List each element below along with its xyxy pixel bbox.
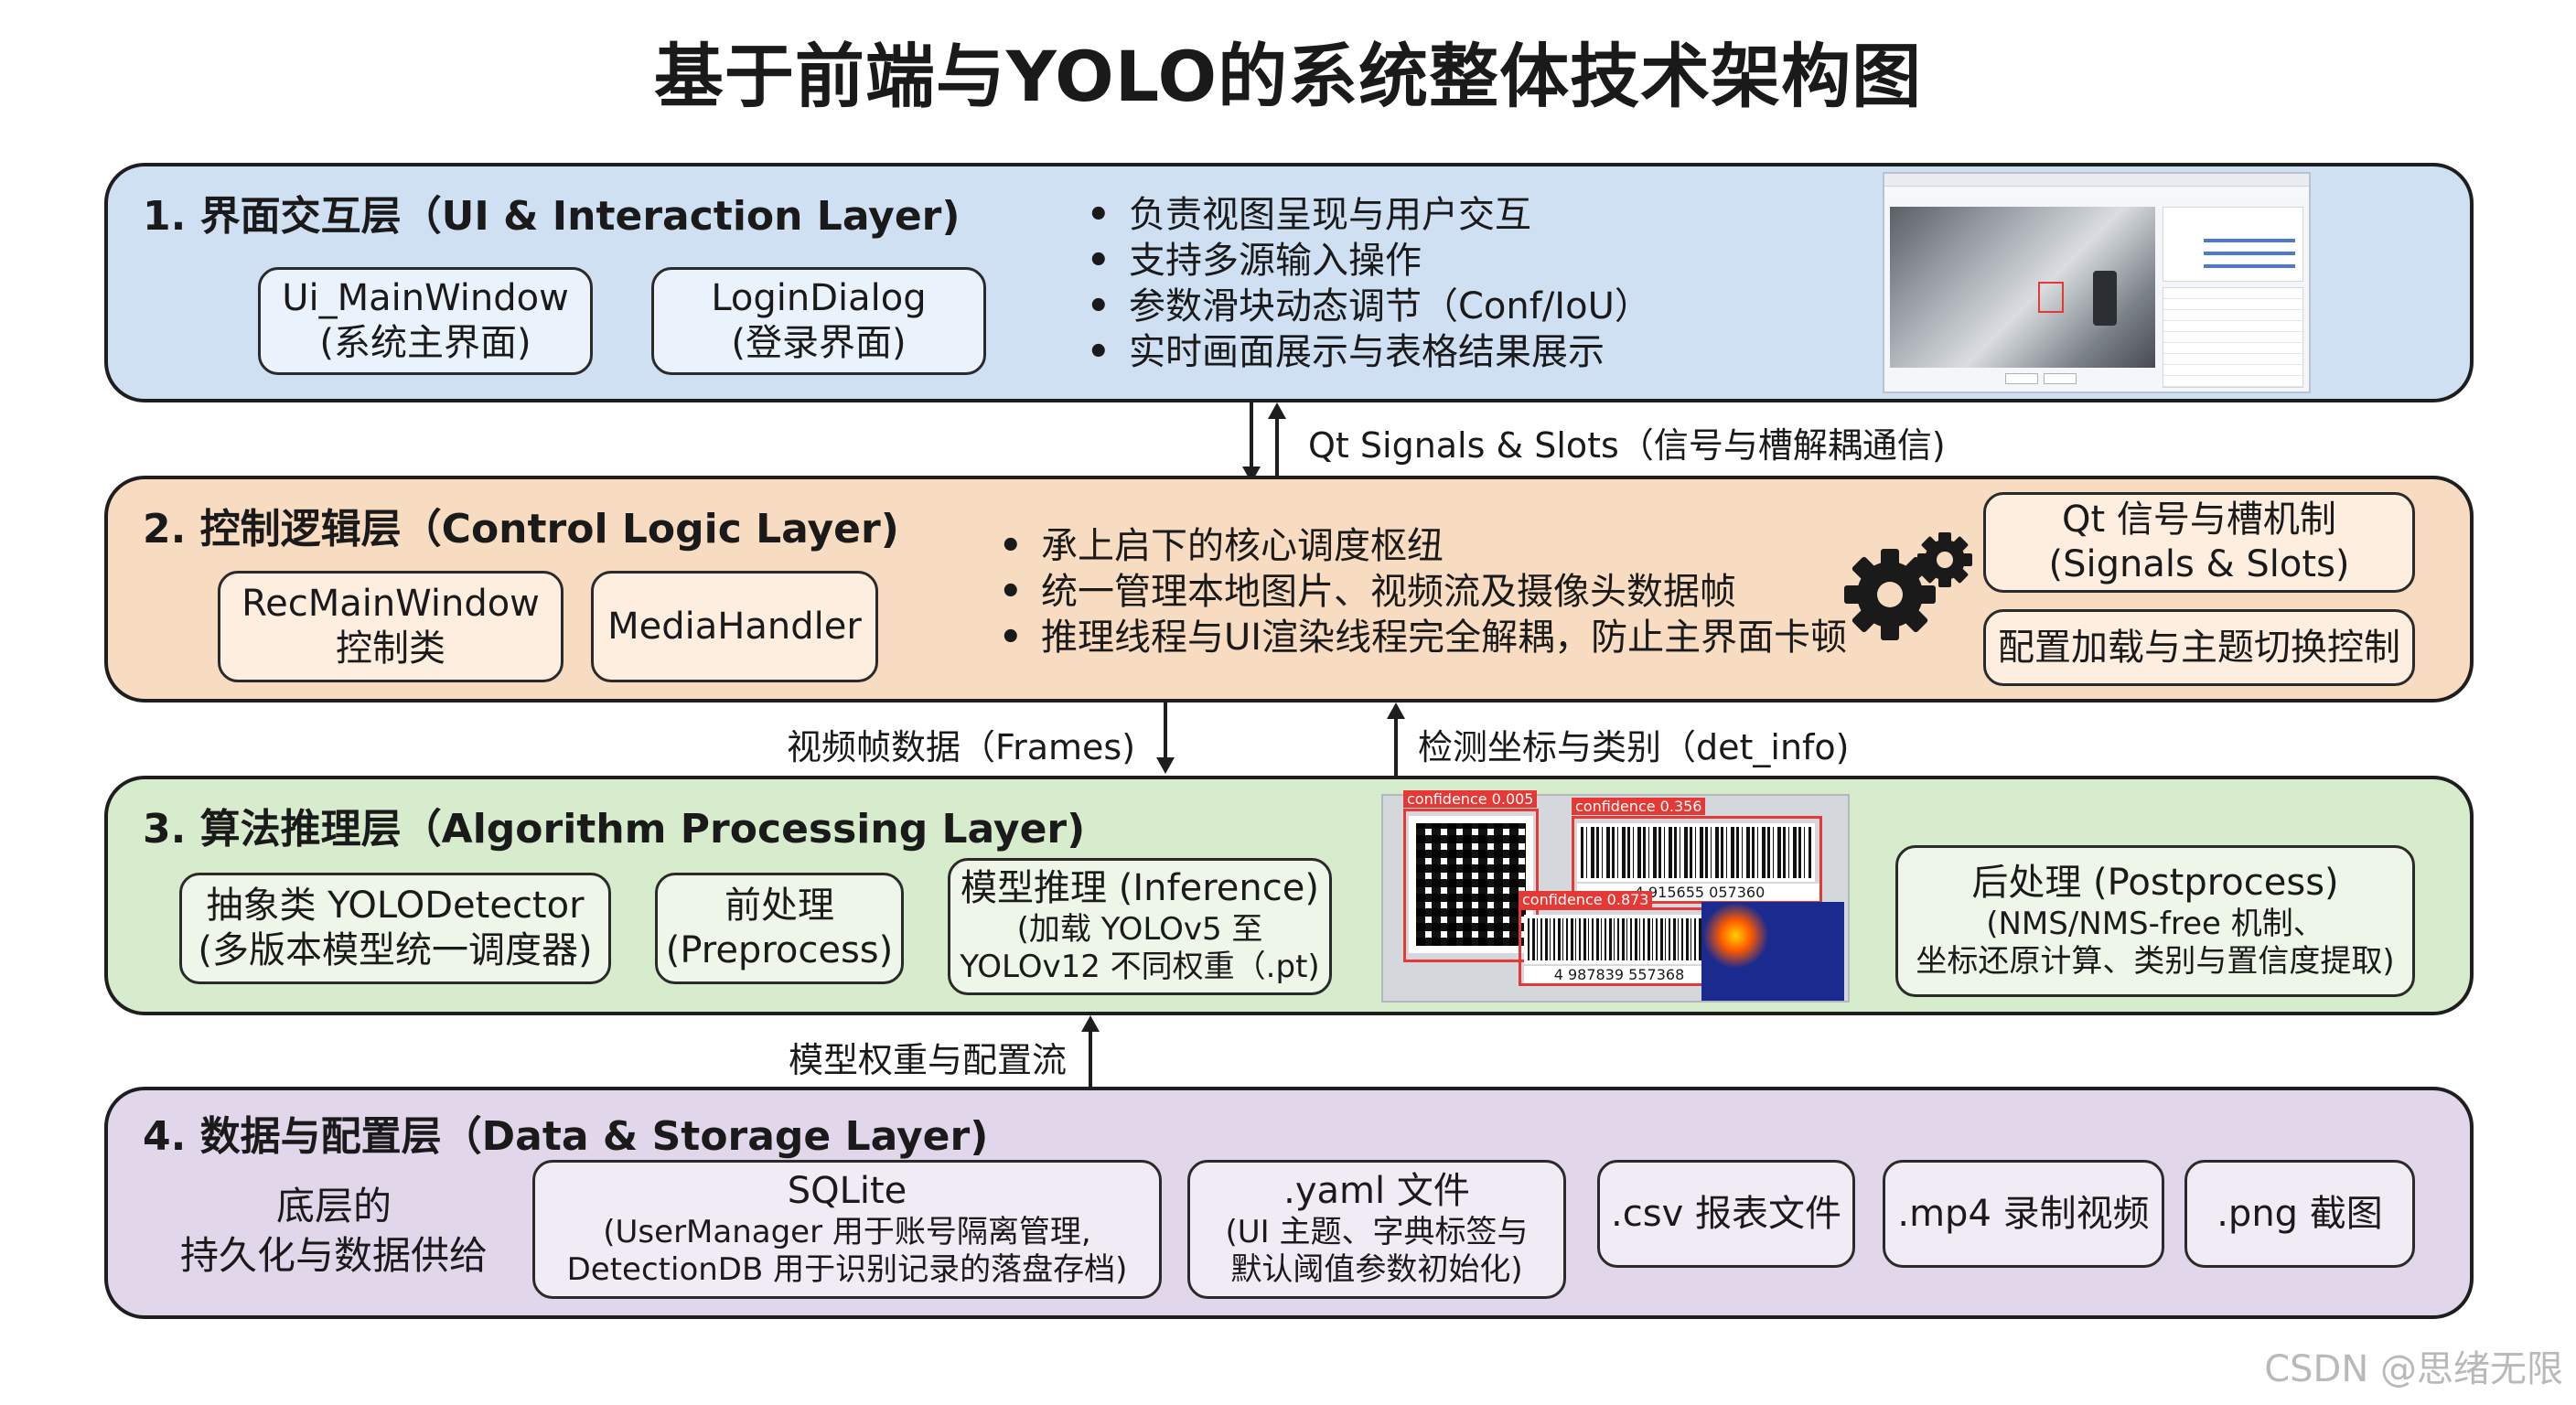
- bullet-item: 支持多源输入操作: [1087, 238, 1651, 284]
- arrow-down-frames: [1151, 701, 1180, 776]
- inference-box: 模型推理 (Inference) (加载 YOLOv5 至 YOLOv12 不同…: [948, 858, 1332, 995]
- thumb-video-view: [1890, 207, 2155, 368]
- box-line1: LoginDialog: [711, 276, 926, 321]
- layer4-title: 4. 数据与配置层（Data & Storage Layer): [143, 1103, 988, 1162]
- box-line2: (加载 YOLOv5 至: [1017, 911, 1263, 949]
- box-line3: 坐标还原计算、类别与置信度提取): [1916, 943, 2394, 981]
- detection-label: confidence 0.005: [1403, 790, 1537, 808]
- diagram-title: 基于前端与YOLO的系统整体技术架构图: [0, 20, 2576, 121]
- box-line1: SQLite: [788, 1169, 907, 1214]
- box-line1: .csv 报表文件: [1611, 1192, 1841, 1237]
- thumb-slider: [2204, 252, 2295, 255]
- box-line1: Qt 信号与槽机制: [2062, 498, 2336, 542]
- box-line1: 前处理: [724, 884, 834, 928]
- thumb-control-button: [2005, 373, 2038, 384]
- box-line1: 模型推理 (Inference): [961, 866, 1319, 911]
- detection-label: confidence 0.356: [1572, 798, 1705, 815]
- box-line1: .mp4 录制视频: [1897, 1192, 2149, 1237]
- side-text-line1: 底层的: [146, 1182, 521, 1231]
- box-line2: (UI 主题、字典标签与: [1226, 1214, 1529, 1251]
- side-text-line2: 持久化与数据供给: [146, 1231, 521, 1281]
- gears-icon: [1842, 529, 1980, 648]
- heatmap-image: [1701, 902, 1844, 1001]
- bullet-item: 承上启下的核心调度枢纽: [999, 523, 1847, 569]
- layer4-side-text: 底层的 持久化与数据供给: [146, 1182, 521, 1281]
- box-line2: 控制类: [336, 627, 445, 671]
- layer1-bullets: 负责视图呈现与用户交互 支持多源输入操作 参数滑块动态调节（Conf/IoU） …: [1087, 192, 1651, 375]
- mediahandler-box: MediaHandler: [591, 571, 878, 682]
- recmainwindow-box: RecMainWindow 控制类: [218, 571, 564, 682]
- thumb-detection-box: [2038, 282, 2064, 313]
- box-line3: YOLOv12 不同权重（.pt): [960, 949, 1319, 986]
- box-line2: (UserManager 用于账号隔离管理,: [603, 1214, 1090, 1251]
- bullet-item: 统一管理本地图片、视频流及摄像头数据帧: [999, 569, 1847, 615]
- box-line1: .png 截图: [2216, 1192, 2383, 1237]
- barcode-detection-box: [1519, 907, 1714, 986]
- watermark: CSDN @思绪无限: [2264, 1339, 2563, 1392]
- thumb-param-panel: [2163, 207, 2303, 282]
- layer3-title: 3. 算法推理层（Algorithm Processing Layer): [143, 796, 1085, 854]
- thumb-device-shape: [2093, 271, 2117, 326]
- yolodetector-box: 抽象类 YOLODetector (多版本模型统一调度器): [179, 873, 611, 984]
- png-box: .png 截图: [2184, 1160, 2415, 1268]
- app-screenshot-thumbnail: [1883, 172, 2311, 393]
- thumb-slider: [2204, 264, 2295, 268]
- box-line1: MediaHandler: [607, 605, 862, 649]
- postprocess-box: 后处理 (Postprocess) (NMS/NMS-free 机制、 坐标还原…: [1895, 845, 2415, 997]
- detection-label: confidence 0.873: [1519, 891, 1652, 908]
- arrow-up-detinfo: [1381, 701, 1411, 776]
- box-line1: RecMainWindow: [242, 582, 540, 627]
- sqlite-box: SQLite (UserManager 用于账号隔离管理, DetectionD…: [532, 1160, 1162, 1299]
- thumb-slider: [2204, 239, 2295, 242]
- box-line1: 配置加载与主题切换控制: [1998, 626, 2400, 670]
- bullet-item: 参数滑块动态调节（Conf/IoU）: [1087, 284, 1651, 329]
- bullet-item: 负责视图呈现与用户交互: [1087, 192, 1651, 238]
- box-line2: (NMS/NMS-free 机制、: [1986, 906, 2324, 943]
- thumb-titlebar: [1884, 174, 2309, 187]
- bullet-item: 推理线程与UI渲染线程完全解耦，防止主界面卡顿: [999, 615, 1847, 660]
- thumb-menubar: [1884, 188, 2309, 197]
- box-line1: Ui_MainWindow: [282, 276, 569, 321]
- thumb-control-button: [2044, 373, 2077, 384]
- box-line2: (登录界面): [731, 321, 906, 366]
- arrow-up-weights: [1076, 1014, 1105, 1087]
- layer2-bullets: 承上启下的核心调度枢纽 统一管理本地图片、视频流及摄像头数据帧 推理线程与UI渲…: [999, 523, 1847, 660]
- layer2-title: 2. 控制逻辑层（Control Logic Layer): [143, 496, 899, 554]
- box-line2: (Preprocess): [666, 928, 894, 973]
- box-line1: 抽象类 YOLODetector: [206, 884, 584, 928]
- box-line3: 默认阈值参数初始化): [1230, 1251, 1522, 1289]
- bullet-item: 实时画面展示与表格结果展示: [1087, 329, 1651, 375]
- box-line2: (系统主界面): [319, 321, 531, 366]
- config-theme-box: 配置加载与主题切换控制: [1983, 609, 2415, 686]
- weights-config-label: 模型权重与配置流: [789, 1032, 1067, 1082]
- layer1-title: 1. 界面交互层（UI & Interaction Layer): [143, 183, 961, 241]
- detinfo-label: 检测坐标与类别（det_info): [1418, 719, 1850, 769]
- csv-box: .csv 报表文件: [1597, 1160, 1855, 1268]
- thumb-result-table: [2163, 287, 2303, 388]
- box-line1: 后处理 (Postprocess): [1971, 861, 2338, 906]
- frames-label: 视频帧数据（Frames): [787, 719, 1135, 769]
- login-dialog-box: LoginDialog (登录界面): [651, 267, 986, 375]
- box-line3: DetectionDB 用于识别记录的落盘存档): [567, 1251, 1128, 1289]
- preprocess-box: 前处理 (Preprocess): [655, 873, 904, 984]
- mp4-box: .mp4 录制视频: [1883, 1160, 2164, 1268]
- box-line1: .yaml 文件: [1283, 1169, 1470, 1214]
- box-line2: (多版本模型统一调度器): [198, 928, 592, 973]
- yaml-box: .yaml 文件 (UI 主题、字典标签与 默认阈值参数初始化): [1187, 1160, 1566, 1299]
- arrow-bidirectional: [1237, 401, 1292, 485]
- ui-mainwindow-box: Ui_MainWindow (系统主界面): [258, 267, 593, 375]
- signals-slots-label: Qt Signals & Slots（信号与槽解耦通信): [1308, 417, 1946, 467]
- qt-signals-slots-box: Qt 信号与槽机制 (Signals & Slots): [1983, 492, 2415, 593]
- box-line2: (Signals & Slots): [2048, 542, 2349, 587]
- detection-example-image: confidence 0.005 4 915655 057360 confide…: [1381, 794, 1850, 1003]
